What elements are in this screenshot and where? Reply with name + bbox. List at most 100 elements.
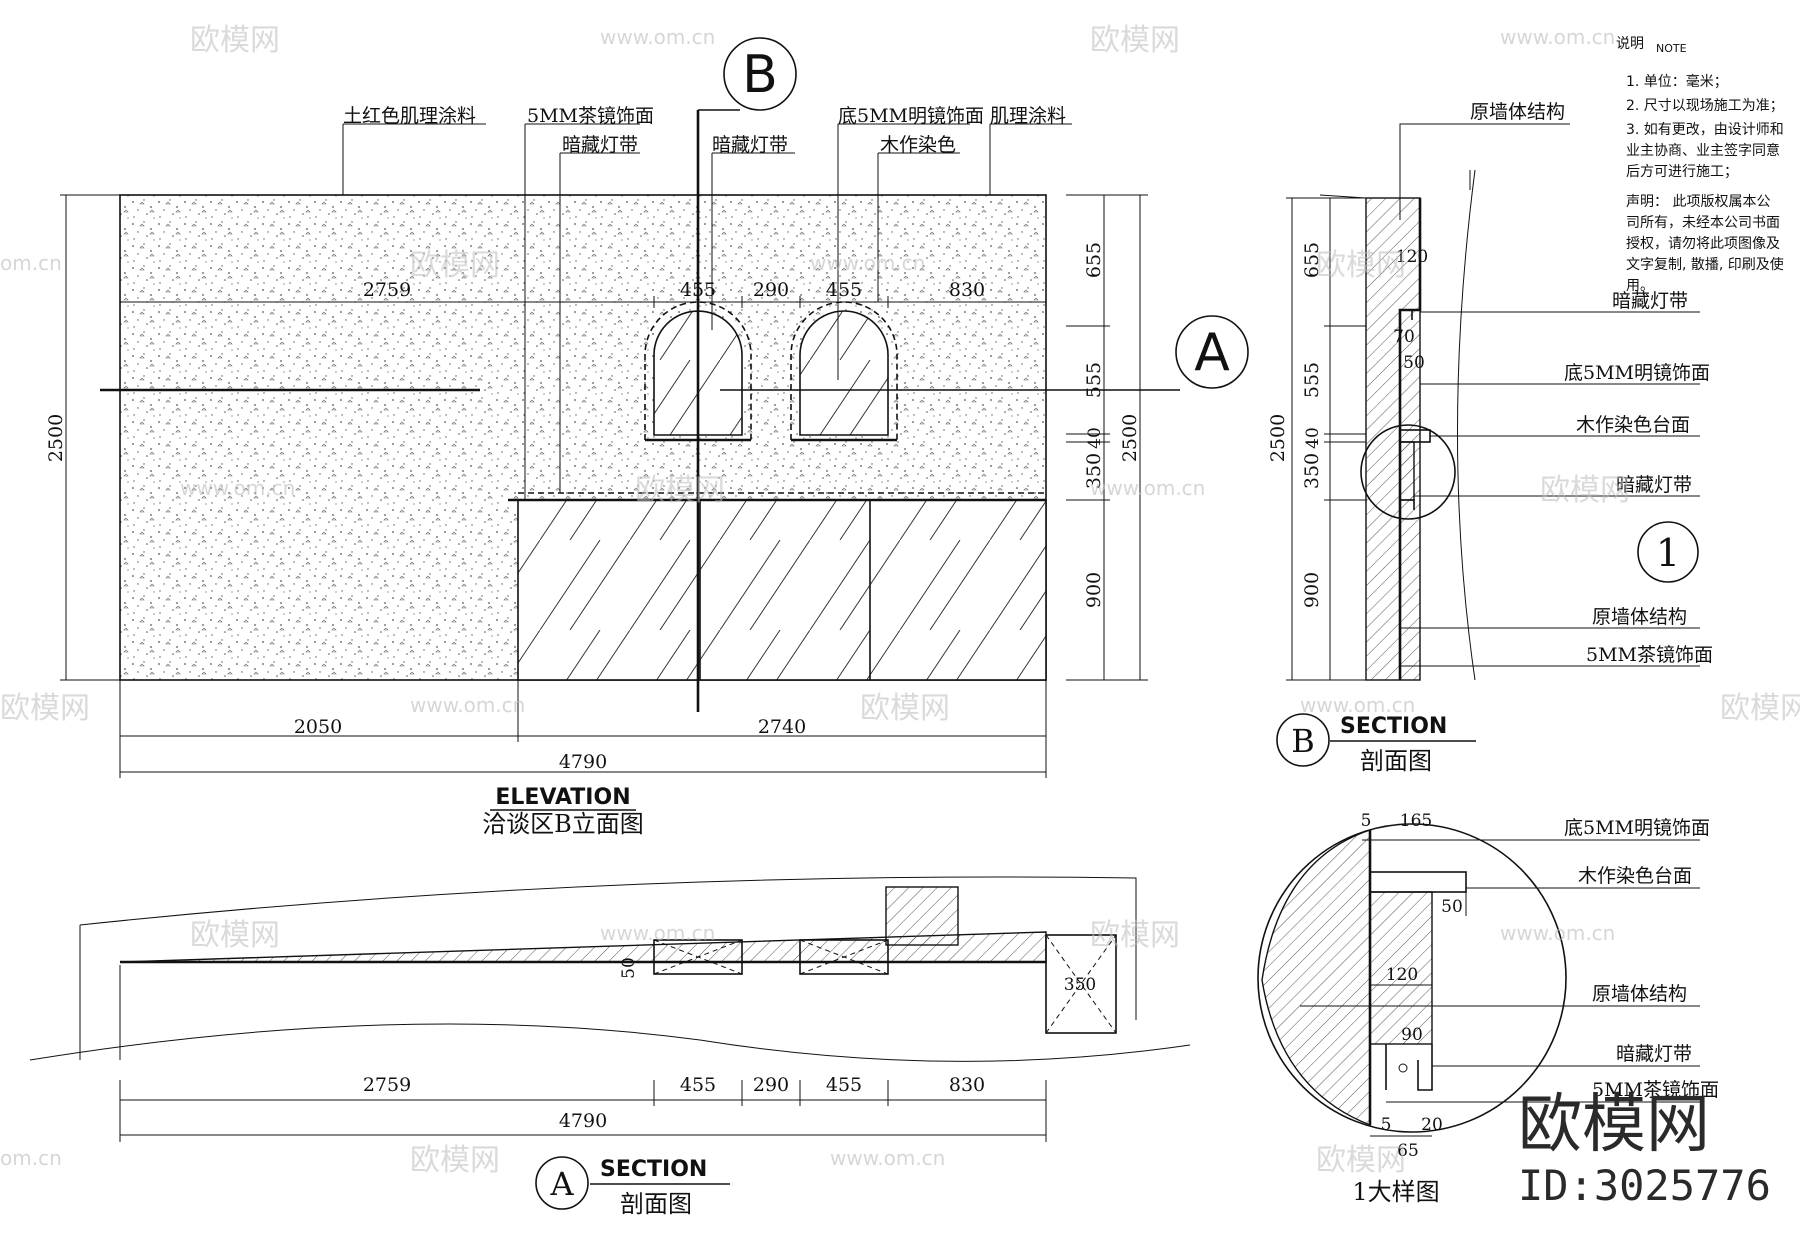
- watermark-url: www.om.cn: [830, 1146, 945, 1170]
- section-a-dim-2759: 2759: [363, 1074, 411, 1096]
- dim-top-455a: 455: [680, 279, 716, 301]
- section-b-dim-40: 40: [1303, 427, 1323, 449]
- section-b-callout-light-2: 暗藏灯带: [1616, 474, 1692, 496]
- watermark-brand: 欧模网: [410, 1143, 500, 1178]
- section-a-dim-830: 830: [949, 1074, 985, 1096]
- detail-countertop: [1369, 871, 1467, 893]
- note-line-3: 3. 如有更改，由设计师和: [1626, 122, 1784, 138]
- section-a-marker: A: [549, 1165, 574, 1203]
- detail-view: 5 165 50 120 90 5 20 65 底5MM明镜饰面 木作染色台面 …: [1257, 811, 1719, 1206]
- watermark-url: www.om.cn: [600, 25, 715, 49]
- detail-marker: 1: [1656, 531, 1680, 575]
- watermark-url: www.om.cn: [410, 693, 525, 717]
- section-b-title-en: SECTION: [1340, 714, 1447, 739]
- section-b-dim-350: 350: [1301, 453, 1323, 489]
- section-b-dim-555: 555: [1301, 362, 1323, 398]
- section-b-callout-countertop: 木作染色台面: [1576, 414, 1690, 436]
- note-line-5: 后方可进行施工；: [1626, 164, 1738, 180]
- detail-dim-165: 165: [1400, 811, 1432, 831]
- elevation-title-cn: 洽谈区B立面图: [482, 810, 644, 838]
- detail-wall: [1261, 829, 1371, 1127]
- watermark-brand: 欧模网: [1316, 1143, 1406, 1178]
- detail-callout-wall: 原墙体结构: [1592, 983, 1687, 1005]
- asset-id: ID:3025776: [1518, 1161, 1771, 1210]
- section-a-marker-circle: [535, 1156, 589, 1210]
- dim-top-290: 290: [753, 279, 789, 301]
- dim-bottom-2740: 2740: [758, 716, 806, 738]
- section-a-dim-455a: 455: [680, 1074, 716, 1096]
- watermark-url: om.cn: [0, 251, 62, 275]
- dim-chain-right: [1066, 194, 1148, 681]
- detail-callout-clear-mirror: 底5MM明镜饰面: [1564, 817, 1710, 839]
- dim-top-830: 830: [949, 279, 985, 301]
- section-b-title-cn: 剖面图: [1360, 747, 1432, 775]
- section-a-view: 50 350 2759 455 290 455 830 4790 A SECTI…: [29, 876, 1191, 1218]
- note-line-10: 用。: [1626, 278, 1654, 294]
- section-a-title-en: SECTION: [600, 1157, 707, 1182]
- watermark-url: www.om.cn: [810, 251, 925, 275]
- section-a-dim-350: 350: [1064, 975, 1096, 995]
- note-line-8: 授权，请勿将此项图像及: [1626, 236, 1780, 252]
- detail-dim-20: 20: [1421, 1115, 1443, 1135]
- note-line-4: 业主协商、业主签字同意: [1626, 142, 1780, 159]
- note-line-2: 2. 尺寸以现场施工为准；: [1626, 98, 1784, 114]
- detail-dim-5a: 5: [1361, 811, 1372, 831]
- watermark-brand: 欧模网: [190, 23, 280, 58]
- callout-clear-mirror: 底5MM明镜饰面: [838, 105, 984, 127]
- detail-dim-90: 90: [1401, 1025, 1423, 1045]
- marker-b-label: B: [742, 45, 778, 105]
- watermark-url: om.cn: [0, 1146, 62, 1170]
- section-b-dims-left: [1286, 197, 1366, 681]
- section-a-dim-455b: 455: [826, 1074, 862, 1096]
- notes-header-en: NOTE: [1656, 42, 1687, 55]
- section-b-dim-50: 50: [1403, 353, 1425, 373]
- section-b-callout-wall-1: 原墙体结构: [1470, 101, 1565, 123]
- section-a-title-cn: 剖面图: [620, 1190, 692, 1218]
- section-b-dim-2500: 2500: [1267, 414, 1289, 462]
- watermark-brand: 欧模网: [410, 248, 500, 283]
- callout-texture-paint: 肌理涂料: [990, 105, 1066, 127]
- section-b-view: 655 555 40 350 900 2500 120 70 50 原墙体结构 …: [1267, 101, 1713, 775]
- watermark-brand: 欧模网: [860, 691, 950, 726]
- watermark-url: www.om.cn: [600, 921, 715, 945]
- marker-b-circle: [723, 37, 797, 111]
- note-line-9: 文字复制, 散播, 印刷及使: [1626, 256, 1784, 273]
- watermark-brand: 欧模网: [1090, 918, 1180, 953]
- section-a-dim-chain: [119, 1080, 1047, 1142]
- section-b-dim-900: 900: [1301, 572, 1323, 608]
- elevation-title-en: ELEVATION: [495, 785, 630, 810]
- detail-dim-65: 65: [1397, 1141, 1419, 1161]
- watermark-brand: 欧模网: [635, 473, 725, 508]
- watermark-url: www.om.cn: [1500, 25, 1615, 49]
- watermark-brand: 欧模网: [0, 691, 90, 726]
- marker-a-circle: [1175, 315, 1249, 389]
- watermark-brand: 欧模网: [1090, 23, 1180, 58]
- watermark-brand: 欧模网: [1316, 248, 1406, 283]
- section-b-dim-120: 120: [1396, 247, 1428, 267]
- section-b-callout-clear-mirror: 底5MM明镜饰面: [1564, 362, 1710, 384]
- watermarks: 欧模网 www.om.cn 欧模网 www.om.cn om.cn 欧模网 ww…: [0, 23, 1800, 1178]
- section-a-counter: [1045, 934, 1117, 1034]
- detail-dim-120: 120: [1386, 965, 1418, 985]
- site-logo: 欧模网: [1518, 1088, 1710, 1162]
- detail-boundary: [1257, 823, 1567, 1133]
- notes-header: 说明: [1616, 36, 1644, 52]
- dim-right-655: 655: [1083, 242, 1105, 278]
- detail-callout-circle: [1360, 424, 1456, 520]
- dim-right-900: 900: [1083, 572, 1105, 608]
- elevation-view: 土红色肌理涂料 5MM茶镜饰面 暗藏灯带 暗藏灯带 底5MM明镜饰面 木作染色 …: [45, 37, 1249, 838]
- dim-right-2500: 2500: [1119, 414, 1141, 462]
- notes-block: 说明 NOTE 1. 单位：毫米； 2. 尺寸以现场施工为准； 3. 如有更改，…: [1616, 36, 1784, 294]
- section-a-dim-50: 50: [619, 957, 639, 979]
- watermark-url: www.om.cn: [1300, 693, 1415, 717]
- section-a-dim-290: 290: [753, 1074, 789, 1096]
- section-b-dim-655: 655: [1301, 242, 1323, 278]
- dim-chain-bottom: [119, 680, 1047, 778]
- note-line-1: 1. 单位：毫米；: [1626, 73, 1728, 90]
- section-a-niche-left: [653, 939, 743, 975]
- tea-mirror-panel: [517, 499, 1047, 681]
- callout-red-texture-paint: 土红色肌理涂料: [343, 105, 476, 127]
- section-b-callout-tea-mirror: 5MM茶镜饰面: [1586, 644, 1713, 666]
- detail-dim-5b: 5: [1381, 1115, 1392, 1135]
